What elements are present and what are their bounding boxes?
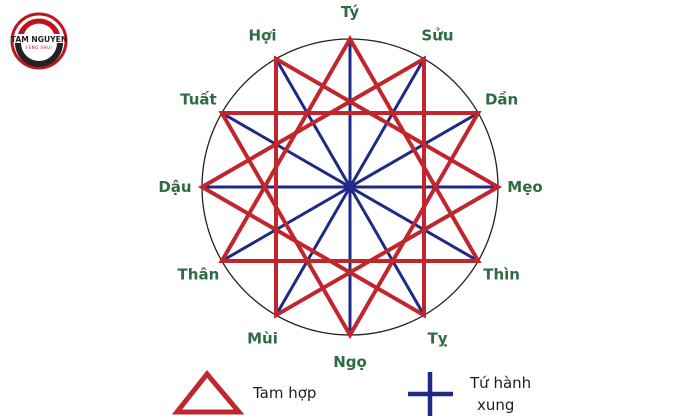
xung-line-Tỵ-Hợi bbox=[274, 58, 426, 316]
branch-label-8: Thân bbox=[178, 266, 220, 284]
logo-tagline: FENG SHUI bbox=[25, 45, 53, 50]
tam-hop-lines bbox=[197, 34, 503, 340]
tam-hop-triangle-Mẹo-Mùi-Hợi bbox=[274, 55, 503, 319]
branch-label-4: Thìn bbox=[483, 266, 520, 284]
branch-label-3: Mẹo bbox=[507, 178, 542, 196]
tu-hanh-xung-lines bbox=[202, 39, 498, 335]
logo-emblem bbox=[10, 12, 68, 70]
legend-tu-hanh-xung-label-1: Tứ hành bbox=[469, 374, 531, 392]
branch-label-0: Tý bbox=[341, 3, 359, 21]
branch-label-2: Dần bbox=[485, 91, 518, 109]
branch-label-1: Sửu bbox=[421, 26, 453, 44]
legend-tu-hanh-xung-label-2: xung bbox=[477, 396, 514, 414]
legend-cross-icon bbox=[408, 372, 453, 416]
legend-triangle-icon bbox=[171, 370, 245, 415]
branch-label-6: Ngọ bbox=[333, 353, 367, 371]
tam-hop-triangle-Dần-Ngọ-Tuất bbox=[218, 111, 482, 340]
branch-label-11: Hợi bbox=[248, 26, 276, 44]
legend: Tam hợp Tứ hành xung bbox=[171, 370, 531, 416]
brand-logo: TAM NGUYEN FENG SHUI bbox=[10, 12, 68, 70]
tam-hop-triangle-Tý-Thìn-Thân bbox=[218, 34, 482, 263]
tam-hop-triangle-Sửu-Tỵ-Dậu bbox=[197, 55, 426, 319]
legend-tam-hop-label: Tam hợp bbox=[252, 384, 316, 402]
logo-brand-text: TAM NGUYEN bbox=[10, 35, 68, 44]
branch-label-10: Tuất bbox=[180, 91, 217, 109]
branch-label-5: Tỵ bbox=[427, 330, 447, 348]
branch-label-9: Dậu bbox=[158, 178, 191, 196]
branch-label-7: Mùi bbox=[247, 330, 278, 348]
